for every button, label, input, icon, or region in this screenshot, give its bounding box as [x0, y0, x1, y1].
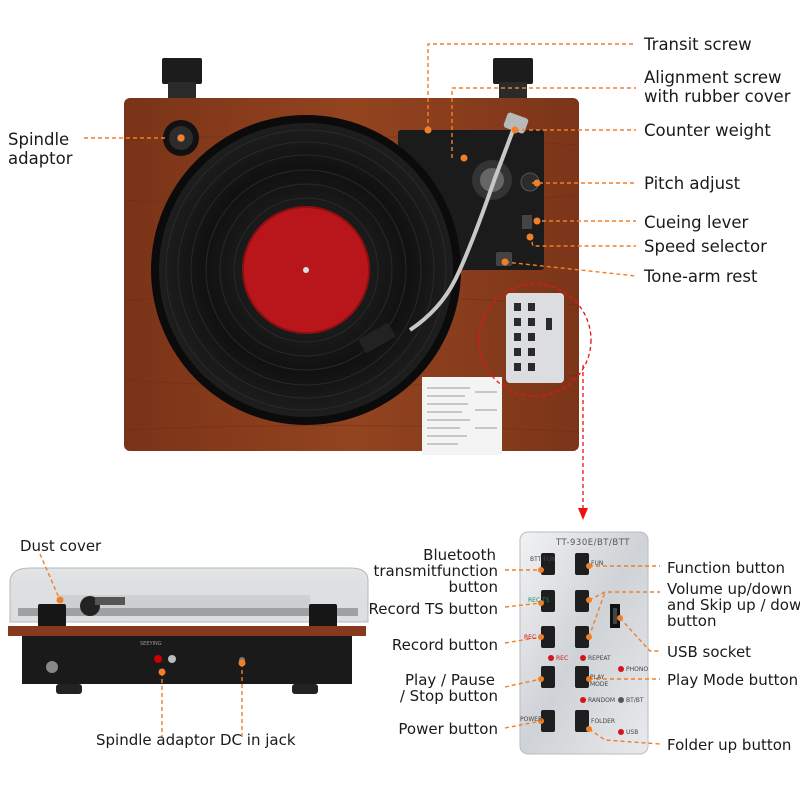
turntable-top-view: [123, 58, 580, 455]
panel-rec-led-label: REC: [556, 655, 569, 662]
label-volume-1: Volume up/down: [667, 580, 793, 598]
panel-rec: REC: [524, 634, 537, 641]
control-panel: [519, 531, 649, 755]
dust-cover-hinge-right: [493, 58, 533, 98]
label-record-ts: Record TS button: [368, 600, 498, 618]
play-pause-button: [541, 666, 555, 688]
label-play-pause-1: Play / Pause: [405, 671, 495, 689]
label-play-mode: Play Mode button: [667, 671, 799, 689]
panel-zoom-indicator: [478, 283, 592, 520]
label-bt-transmit-2: transmitfunction: [373, 562, 499, 580]
cueing-lever-part: [522, 215, 532, 229]
label-spindle-adaptor-1: Spindle: [8, 130, 70, 149]
rec-led: [548, 655, 554, 661]
panel-repeat: REPEAT: [588, 655, 611, 662]
play-mode-button: [575, 666, 589, 688]
panel-play-mode: PLAY MODE: [590, 674, 609, 688]
label-bt-transmit-1: Bluetooth: [423, 546, 496, 564]
panel-btt-fun: BTT FUN: [530, 556, 556, 563]
front-callout-dots: [56, 596, 246, 676]
tonearm: [359, 112, 529, 353]
panel-callout-dots: [538, 563, 623, 732]
label-folder-up: Folder up button: [667, 736, 792, 754]
panel-model: TT-930E/BT/BTT: [556, 538, 630, 548]
label-play-pause-2: / Stop button: [399, 687, 498, 705]
power-button: [541, 710, 555, 732]
label-volume-3: button: [667, 612, 717, 630]
panel-rec-ts: REC TS: [528, 597, 550, 604]
label-front-spindle-adaptor: Spindle adaptor: [96, 731, 216, 749]
label-tonearm-rest: Tone-arm rest: [644, 267, 758, 286]
turntable-front-view: SEEYING: [8, 567, 369, 694]
dust-cover-hinge-left: [162, 58, 202, 98]
fun-button: [575, 553, 589, 575]
btt-fun-button: [541, 553, 555, 575]
label-transit-screw: Transit screw: [644, 35, 752, 54]
label-volume-2: and Skip up / down: [667, 596, 800, 614]
label-counter-weight: Counter weight: [644, 121, 771, 140]
label-spindle-adaptor-2: adaptor: [8, 149, 73, 168]
panel-thumbnail: [506, 293, 564, 383]
spindle: [303, 267, 309, 273]
brand-mark: SEEYING: [140, 641, 162, 647]
label-dust-cover: Dust cover: [20, 537, 102, 555]
label-dc-in-jack: DC in jack: [220, 731, 296, 749]
volume-up-button: [575, 590, 589, 612]
label-alignment-screw-2: with rubber cover: [644, 87, 791, 106]
panel-usb: USB: [626, 729, 639, 736]
panel-folder: FOLDER: [591, 718, 616, 725]
label-cueing-lever: Cueing lever: [644, 213, 749, 232]
rec-ts-button: [541, 590, 555, 612]
panel-power: POWER: [520, 716, 543, 723]
panel-phono: PHONO: [626, 666, 649, 673]
repeat-led: [580, 655, 586, 661]
label-record: Record button: [391, 636, 498, 654]
phono-led: [618, 666, 624, 672]
folder-button: [575, 710, 589, 732]
label-speed-selector: Speed selector: [644, 237, 767, 256]
random-led: [580, 697, 586, 703]
panel-random: RANDOM: [588, 697, 616, 704]
label-usb-socket: USB socket: [667, 643, 752, 661]
front-callout-leaders: [39, 553, 243, 738]
top-callout-leaders: [84, 43, 637, 277]
rec-button: [541, 626, 555, 648]
volume-down-button: [575, 626, 589, 648]
instruction-sticker: [422, 377, 502, 455]
panel-fun: FUN: [591, 560, 604, 567]
label-pitch-adjust: Pitch adjust: [644, 174, 741, 193]
panel-bt-bt: BT/BT: [626, 697, 644, 704]
label-power: Power button: [398, 720, 498, 738]
label-function: Function button: [667, 559, 786, 577]
label-alignment-screw-1: Alignment screw: [644, 68, 782, 87]
top-callout-dots: [177, 126, 541, 266]
usb-led: [618, 729, 624, 735]
label-bt-transmit-3: button: [448, 578, 498, 596]
panel-callout-leaders: [504, 565, 661, 745]
